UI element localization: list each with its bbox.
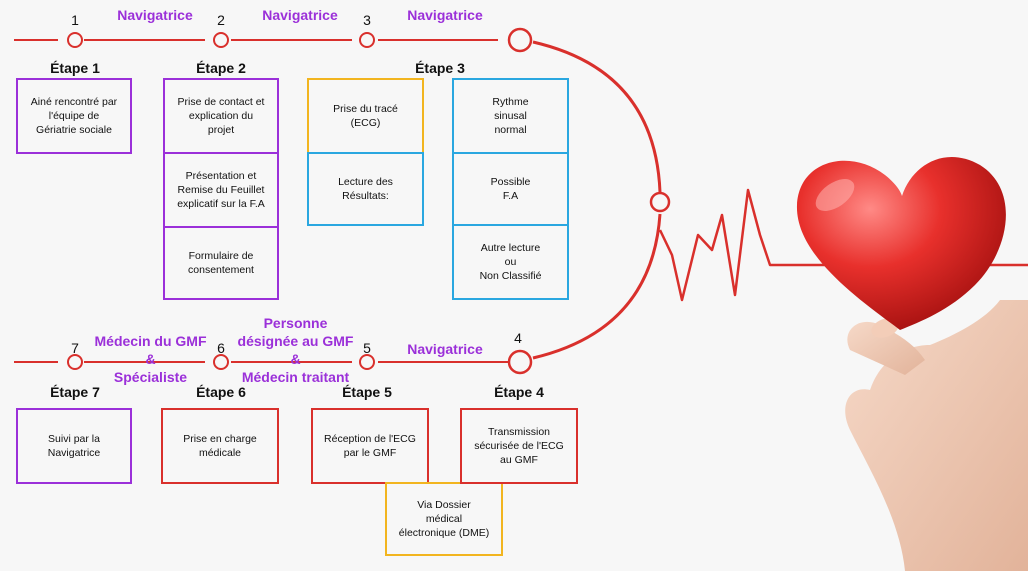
- stage-5-dme-box: Via Dossier médical électronique (DME): [385, 482, 503, 556]
- role-label-2: Navigatrice: [262, 7, 338, 23]
- arc-node: [649, 191, 671, 213]
- stage-title-4: Étape 4: [494, 384, 544, 400]
- stage-title-1: Étape 1: [50, 60, 100, 76]
- step-number-1: 1: [71, 12, 79, 28]
- stage-3-text-ecg: Prise du tracé (ECG): [333, 103, 398, 129]
- step-node-3-big: [507, 27, 533, 53]
- step-node-3: [359, 32, 375, 48]
- stage-3-box-other: Autre lecture ou Non Classifié: [452, 224, 569, 300]
- stage-title-5: Étape 5: [342, 384, 392, 400]
- stage-5-box: Réception de l'ECG par le GMF: [311, 408, 429, 484]
- stage-1-text: Ainé rencontré par l'équipe de Gériatrie…: [30, 96, 118, 136]
- stage-3-box-results: Lecture des Résultats:: [307, 152, 424, 226]
- stage-2-box-2: Présentation et Remise du Feuillet expli…: [163, 152, 279, 228]
- stage-2-text-2: Présentation et Remise du Feuillet expli…: [177, 170, 265, 210]
- stage-1-box: Ainé rencontré par l'équipe de Gériatrie…: [16, 78, 132, 154]
- stage-3-box-normal: Rythme sinusal normal: [452, 78, 569, 154]
- step-node-5: [359, 354, 375, 370]
- step-number-7: 7: [71, 340, 79, 356]
- role-label-6: Personne désignée au GMF & Médecin trait…: [237, 315, 354, 385]
- arc-bottom: [532, 213, 662, 360]
- stage-7-text: Suivi par la Navigatrice: [47, 433, 101, 459]
- step-number-6: 6: [217, 340, 225, 356]
- step-number-5: 5: [363, 340, 371, 356]
- stage-6-text: Prise en charge médicale: [183, 433, 257, 459]
- stage-3-box-ecg: Prise du tracé (ECG): [307, 78, 424, 154]
- stage-title-7: Étape 7: [50, 384, 100, 400]
- ecg-line: [658, 188, 1028, 302]
- stage-5-text: Réception de l'ECG par le GMF: [324, 433, 416, 459]
- step-node-6: [213, 354, 229, 370]
- stage-4-box: Transmission sécurisée de l'ECG au GMF: [460, 408, 578, 484]
- stage-4-text: Transmission sécurisée de l'ECG au GMF: [474, 426, 564, 466]
- stage-2-text-1: Prise de contact et explication du proje…: [177, 96, 265, 136]
- stage-3-box-fa: Possible F.A: [452, 152, 569, 226]
- stage-title-3: Étape 3: [415, 60, 465, 76]
- stage-title-6: Étape 6: [196, 384, 246, 400]
- step-number-3: 3: [363, 12, 371, 28]
- stage-2-text-3: Formulaire de consentement: [188, 250, 254, 276]
- role-label-7: Médecin du GMF & Spécialiste: [94, 333, 207, 385]
- stage-3-text-results: Lecture des Résultats:: [338, 176, 393, 202]
- step-node-4: [507, 349, 533, 375]
- stage-7-box: Suivi par la Navigatrice: [16, 408, 132, 484]
- step-number-4: 4: [514, 330, 522, 346]
- role-label-5: Navigatrice: [407, 341, 483, 357]
- stage-6-box: Prise en charge médicale: [161, 408, 279, 484]
- role-label-3: Navigatrice: [407, 7, 483, 23]
- stage-3-text-fa: Possible F.A: [490, 176, 531, 202]
- stage-3-text-other: Autre lecture ou Non Classifié: [479, 242, 542, 282]
- step-node-2: [213, 32, 229, 48]
- stage-2-box-1: Prise de contact et explication du proje…: [163, 78, 279, 154]
- step-node-7: [67, 354, 83, 370]
- step-number-2: 2: [217, 12, 225, 28]
- stage-2-box-3: Formulaire de consentement: [163, 226, 279, 300]
- arc-top: [532, 40, 662, 193]
- hand-illustration: [845, 300, 1028, 571]
- stage-3-text-normal: Rythme sinusal normal: [492, 96, 529, 136]
- heart-icon: [796, 156, 1006, 330]
- stage-5-dme-text: Via Dossier médical électronique (DME): [398, 499, 490, 539]
- stage-title-2: Étape 2: [196, 60, 246, 76]
- step-node-1: [67, 32, 83, 48]
- role-label-1: Navigatrice: [117, 7, 193, 23]
